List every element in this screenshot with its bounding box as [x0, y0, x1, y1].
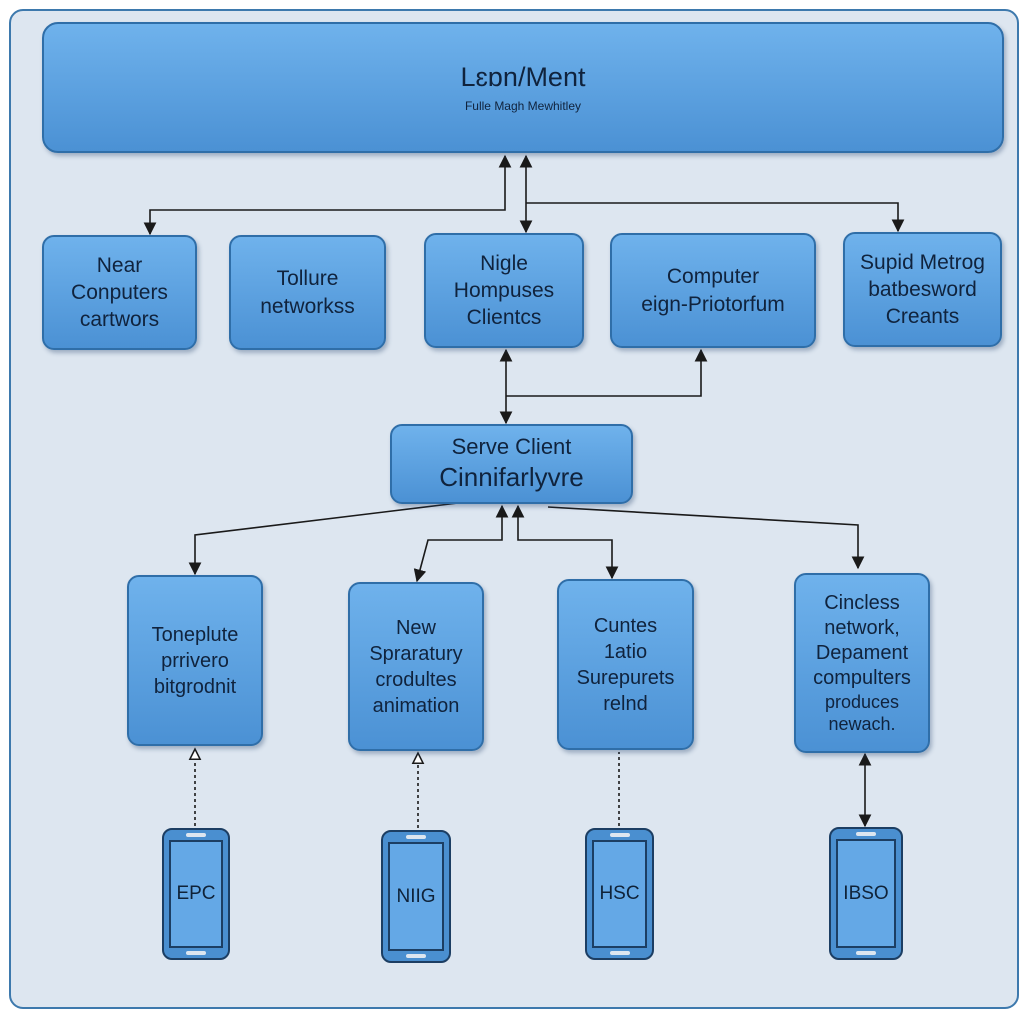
node-text-line: Clientcs: [466, 306, 542, 330]
hub-line-1: Serve Client: [451, 433, 572, 459]
node-cincless-network: Cincless network, Depament compulters pr…: [794, 573, 930, 753]
phone-home-button: [406, 954, 426, 958]
node-serve-client-hub: Serve Client Cinnifarlyvre: [390, 424, 633, 504]
phone-home-button: [609, 951, 630, 955]
node-text-line: cartwors: [79, 308, 160, 332]
node-text-line: network,: [824, 616, 900, 639]
node-near-computers: Near Conputers cartwors: [42, 235, 197, 350]
phone-screen: IBSO: [836, 839, 896, 948]
node-cuntes: Cuntes 1atio Surepurets relnd: [557, 579, 694, 750]
node-nigle-clients: Nigle Hompuses Clientcs: [424, 233, 584, 348]
node-text-line: 1atio: [603, 640, 648, 663]
node-computer-platform: Computer eign-Priotorfum: [610, 233, 816, 348]
node-text-line: Cuntes: [593, 614, 658, 637]
node-text-line: Near: [96, 253, 143, 277]
node-text-line: Conputers: [71, 280, 168, 304]
phone-label: HSC: [599, 883, 640, 904]
node-new-animation: New Spraratury crodultes animation: [348, 582, 484, 751]
phone-ibso: IBSO: [829, 827, 903, 960]
node-text-line: Toneplute: [151, 623, 239, 646]
node-text-line: Surepurets: [576, 666, 675, 689]
node-text-line: batbesword: [868, 277, 977, 301]
phone-hsc: HSC: [585, 828, 654, 960]
phone-screen: HSC: [592, 840, 647, 948]
node-text-line: animation: [372, 694, 460, 717]
top-title: Lɛɒn/Ment: [460, 62, 586, 93]
node-text-line: crodultes: [375, 668, 457, 691]
node-text-line: eign-Priotorfum: [641, 292, 785, 316]
node-text-line: newach.: [828, 714, 896, 734]
phone-speaker: [856, 832, 876, 836]
node-text-line: Depament: [815, 641, 909, 664]
node-toneplute: Toneplute prrivero bitgrodnit: [127, 575, 263, 746]
node-text-line: compulters: [813, 666, 911, 689]
node-text-line: New: [395, 616, 436, 639]
node-tollure-networks: Tollure networkss: [229, 235, 386, 350]
node-text-line: Nigle: [480, 251, 528, 275]
node-text-line: Spraratury: [369, 642, 463, 665]
phone-speaker: [609, 833, 630, 837]
top-subtitle: Fulle Magh Mewhitley: [464, 99, 582, 114]
phone-label: NIIG: [396, 885, 436, 907]
hub-line-2: Cinnifarlyvre: [439, 462, 584, 493]
node-text-line: relnd: [603, 692, 648, 715]
node-text-line: Cincless: [824, 591, 900, 614]
phone-label: EPC: [176, 883, 216, 904]
top-banner: Lɛɒn/Ment Fulle Magh Mewhitley: [42, 22, 1004, 153]
node-text-line: Hompuses: [453, 278, 555, 302]
phone-label: IBSO: [843, 882, 889, 904]
node-text-line: bitgrodnit: [153, 675, 237, 698]
phone-screen: NIIG: [388, 842, 444, 951]
phone-epc: EPC: [162, 828, 230, 960]
node-text-line: Creants: [885, 305, 960, 329]
phone-screen: EPC: [169, 840, 223, 948]
node-text-line: prrivero: [161, 649, 229, 672]
node-text-line: networkss: [260, 294, 355, 318]
node-text-line: produces: [824, 691, 900, 712]
phone-speaker: [406, 835, 426, 839]
node-text-line: Tollure: [276, 267, 339, 291]
phone-home-button: [856, 951, 876, 955]
node-supid-metrog: Supid Metrog batbesword Creants: [843, 232, 1002, 347]
phone-niig: NIIG: [381, 830, 451, 963]
node-text-line: Computer: [666, 265, 760, 289]
node-text-line: Supid Metrog: [860, 250, 985, 274]
phone-home-button: [186, 951, 206, 955]
phone-speaker: [186, 833, 206, 837]
